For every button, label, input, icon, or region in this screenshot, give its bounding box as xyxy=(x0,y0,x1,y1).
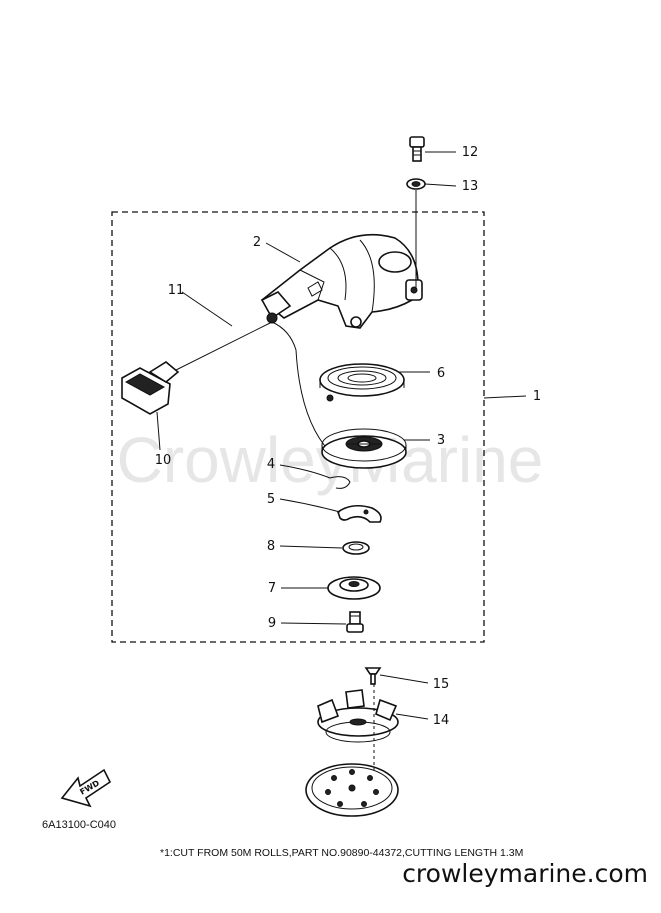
callout-9: 9 xyxy=(268,616,276,631)
part-11-starter-rope[interactable] xyxy=(159,321,331,453)
assembly-boundary xyxy=(111,211,485,643)
leader-lines xyxy=(156,151,527,720)
callout-11: 11 xyxy=(168,283,185,298)
callout-10: 10 xyxy=(155,453,172,468)
callout-7: 7 xyxy=(268,581,276,596)
part-12-bolt[interactable] xyxy=(409,136,425,162)
callout-1: 1 xyxy=(533,389,541,404)
callout-2: 2 xyxy=(253,235,261,250)
callouts: 12 13 2 11 6 1 3 10 4 5 8 7 9 15 14 xyxy=(155,145,541,728)
part-14-starter-pulley[interactable] xyxy=(317,689,399,743)
part-5-drive-pawl[interactable] xyxy=(337,504,382,523)
part-13-washer[interactable] xyxy=(406,178,426,190)
callout-15: 15 xyxy=(433,677,450,692)
footnote: *1:CUT FROM 50M ROLLS,PART NO.90890-4437… xyxy=(160,847,523,859)
callout-14: 14 xyxy=(433,713,450,728)
part-6-spiral-spring[interactable] xyxy=(319,363,405,402)
callout-6: 6 xyxy=(437,366,445,381)
part-8-circlip[interactable] xyxy=(342,541,370,555)
part-15-screw[interactable] xyxy=(364,667,382,685)
site-watermark: crowleymarine.com xyxy=(402,859,648,888)
part-7-plate[interactable] xyxy=(327,576,381,600)
callout-12: 12 xyxy=(462,145,479,160)
part-3-drum-sheave[interactable] xyxy=(321,428,407,469)
part-10-starter-handle[interactable] xyxy=(121,361,180,415)
flywheel-disc xyxy=(305,763,399,817)
callout-5: 5 xyxy=(267,492,275,507)
callout-4: 4 xyxy=(267,457,275,472)
callout-8: 8 xyxy=(267,539,275,554)
part-2-starter-housing[interactable] xyxy=(260,233,423,329)
callout-3: 3 xyxy=(437,433,445,448)
callout-13: 13 xyxy=(462,179,479,194)
part-4-spring[interactable] xyxy=(329,476,351,489)
part-9-bolt[interactable] xyxy=(346,611,364,633)
fwd-arrow-icon: FWD xyxy=(60,768,112,808)
diagram-code: 6A13100-C040 xyxy=(42,819,116,831)
